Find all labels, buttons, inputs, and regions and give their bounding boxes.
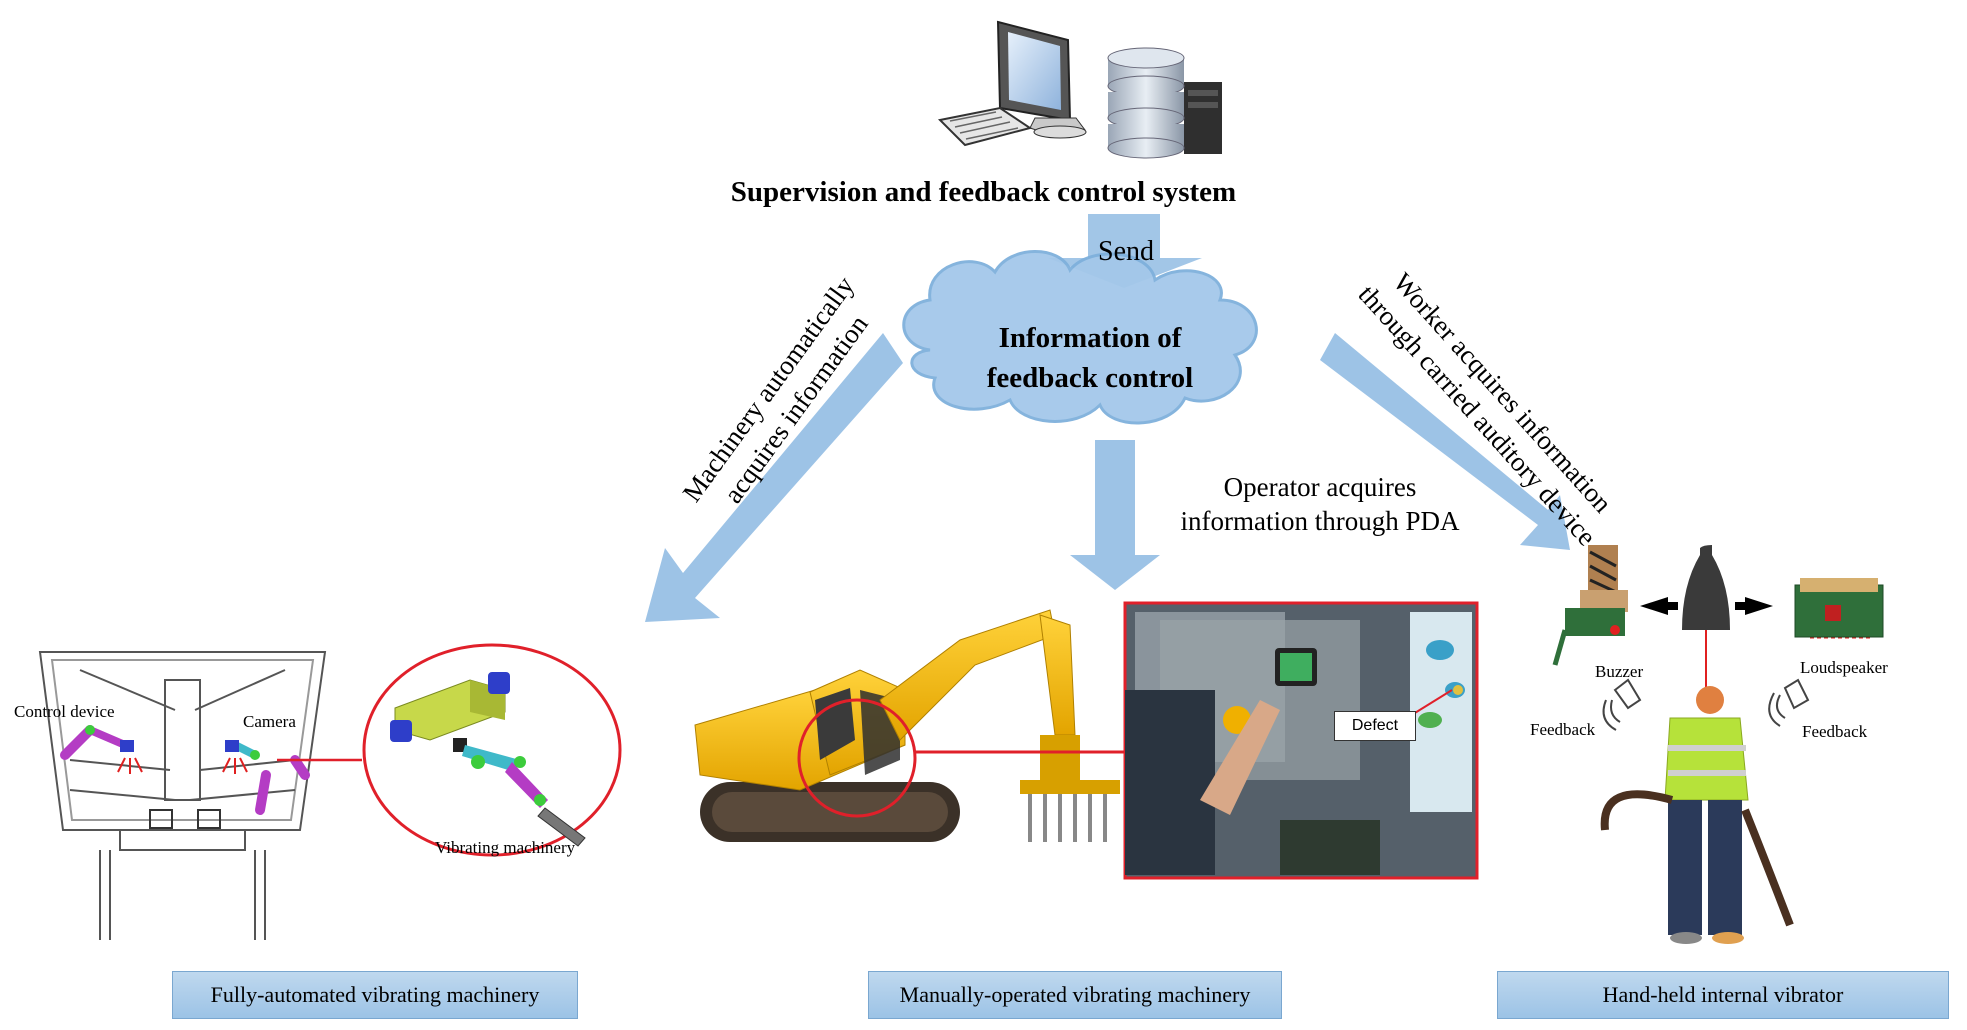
excavator-illustration: [694, 609, 1120, 842]
left-arrow: [645, 333, 903, 622]
worker-illustration: [1600, 686, 1794, 944]
cab-photo: [1123, 601, 1479, 880]
speaker-icon-left: [1602, 678, 1642, 731]
cloud-label: Information of feedback control: [940, 318, 1240, 398]
buzzer-label: Buzzer: [1595, 662, 1644, 681]
wearable-unit: [1682, 545, 1730, 630]
caption-fully-automated: Fully-automated vibrating machinery: [172, 971, 578, 1019]
camera-label: Camera: [243, 712, 296, 731]
zoom-circle-center: [797, 698, 917, 818]
speaker-icon-right: [1768, 678, 1810, 727]
caption-hand-held: Hand-held internal vibrator: [1497, 971, 1949, 1019]
feedback-right-label: Feedback: [1802, 722, 1868, 741]
arrow-right-black: [1735, 597, 1773, 615]
cloud-line-2: feedback control: [986, 362, 1194, 394]
cloud-line-1: Information of: [998, 322, 1182, 354]
send-label: Send: [1098, 236, 1154, 267]
loudspeaker-label: Loudspeaker: [1800, 658, 1888, 677]
zoom-circle-left: [362, 643, 622, 857]
camera-rays: [117, 757, 248, 774]
right-arrow: [1320, 333, 1570, 550]
vibrating-machinery-zoom: [390, 672, 586, 847]
center-arrow-line-2: information through PDA: [1180, 506, 1460, 536]
control-device-label: Control device: [14, 702, 115, 721]
cloud-shape: [902, 250, 1258, 425]
paving-machine-drawing: [38, 651, 327, 940]
center-arrow-line-1: Operator acquires: [1223, 472, 1417, 502]
feedback-left-label: Feedback: [1530, 720, 1596, 739]
defect-label: Defect: [1334, 711, 1416, 741]
center-arrow: [1070, 440, 1160, 590]
robot-arms: [60, 725, 310, 815]
caption-manually-operated: Manually-operated vibrating machinery: [868, 971, 1282, 1019]
center-arrow-label: Operator acquires information through PD…: [1140, 470, 1500, 538]
computer-icon: [937, 20, 1087, 147]
loudspeaker-device: [1794, 578, 1884, 639]
system-title: Supervision and feedback control system: [730, 176, 1237, 208]
buzzer-device: [1552, 545, 1628, 666]
arrow-left-black: [1640, 597, 1678, 615]
vibrating-machinery-label: Vibrating machinery: [435, 838, 576, 857]
database-icon: [1107, 47, 1222, 159]
